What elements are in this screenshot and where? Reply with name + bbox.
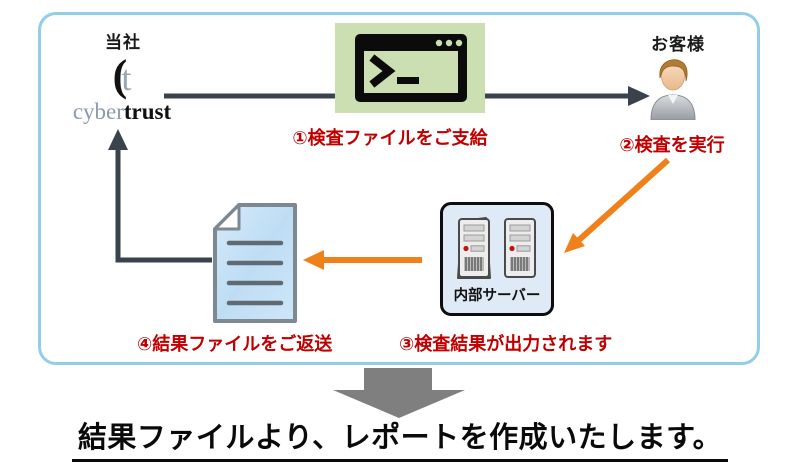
server-tower-icon — [457, 217, 491, 279]
customer-label: お客様 — [651, 35, 705, 54]
server-box-label: 内部サーバー — [453, 288, 541, 304]
internal-server-box: 内部サーバー — [440, 202, 554, 316]
footer-headline-text: 結果ファイルより、レポートを作成いたします。 — [71, 414, 729, 462]
step3-caption: ③検査結果が出力されます — [399, 334, 613, 354]
cybertrust-logo-wordmark: cybertrust — [72, 99, 172, 124]
step2-caption: ②検査を実行 — [619, 135, 725, 155]
terminal-icon — [335, 23, 485, 118]
customer-person-icon — [646, 54, 700, 125]
server-towers — [457, 217, 537, 279]
server-tower-icon — [504, 218, 536, 278]
step1-caption: ①検査ファイルをご支給 — [292, 128, 488, 148]
footer-headline: 結果ファイルより、レポートを作成いたします。 — [0, 414, 800, 462]
cybertrust-logo-mark: (t — [112, 51, 132, 100]
down-block-arrow-icon — [333, 368, 465, 423]
company-label: 当社 — [105, 33, 141, 52]
result-document-icon — [213, 203, 297, 328]
step4-caption: ④結果ファイルをご返送 — [137, 334, 333, 354]
cybertrust-logo: (t cybertrust — [64, 51, 180, 124]
